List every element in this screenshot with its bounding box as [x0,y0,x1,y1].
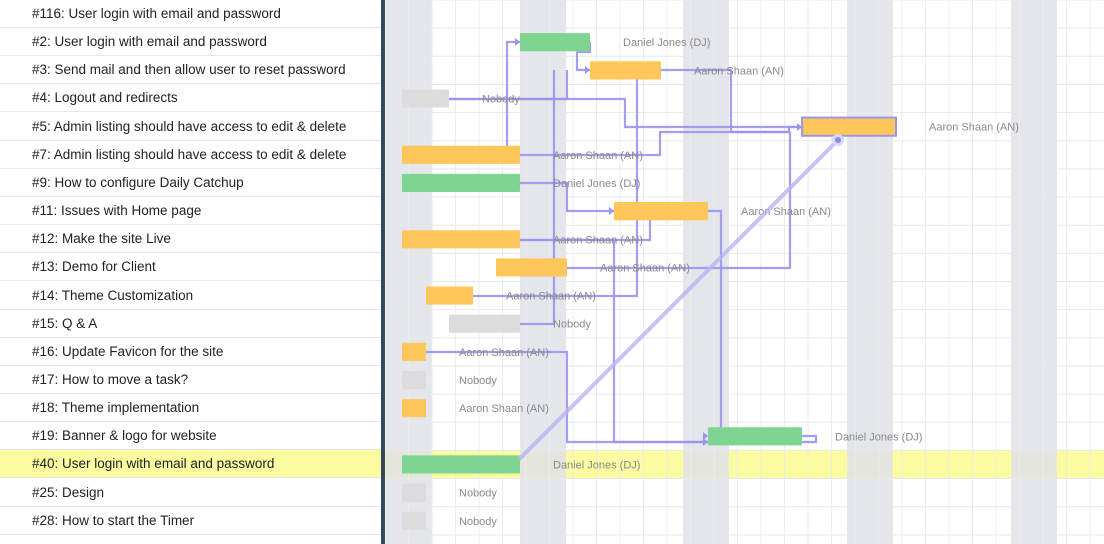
task-list-panel: #116: User login with email and password… [0,0,381,544]
task-bar[interactable] [402,89,449,108]
task-bar-selected-outline [801,116,897,137]
assignee-label: Aaron Shaan (AN) [553,150,643,162]
task-bar[interactable] [708,427,802,446]
task-bar[interactable] [402,455,520,474]
task-title: #9: How to configure Daily Catchup [32,174,244,190]
task-row[interactable]: #16: Update Favicon for the site [0,338,381,366]
task-title: #11: Issues with Home page [32,203,202,219]
link-arrowhead [703,438,708,446]
task-bar[interactable] [402,370,426,390]
task-title: #12: Make the site Live [32,231,171,247]
task-row[interactable]: #18: Theme implementation [0,394,381,423]
task-title: #4: Logout and redirects [32,90,178,106]
assignee-label: Daniel Jones (DJ) [553,178,640,190]
task-row[interactable]: #116: User login with email and password [0,0,381,28]
assignee-label: Aaron Shaan (AN) [600,262,690,274]
assignee-label: Aaron Shaan (AN) [459,347,549,359]
dependency-link [520,70,556,326]
task-row[interactable]: #28: How to start the Timer [0,507,381,535]
task-title: #28: How to start the Timer [32,512,195,528]
task-bar[interactable] [402,399,426,418]
task-bar[interactable] [402,230,520,249]
task-title: #116: User login with email and password [32,6,281,21]
task-row[interactable]: #19: Banner & logo for website [0,422,381,451]
task-title: #18: Theme implementation [32,400,200,416]
task-title: #13: Demo for Client [32,259,156,275]
task-title: #7: Admin listing should have access to … [32,146,347,162]
assignee-label: Aaron Shaan (AN) [459,403,549,415]
assignee-label: Nobody [459,488,497,500]
task-bar[interactable] [520,33,590,52]
task-bar[interactable] [402,145,520,164]
link-arrowhead [703,432,708,440]
task-row[interactable]: #2: User login with email and password [0,28,381,57]
task-row[interactable]: #7: Admin listing should have access to … [0,141,381,169]
task-row[interactable]: #3: Send mail and then allow user to res… [0,56,381,85]
assignee-label: Daniel Jones (DJ) [553,459,640,471]
task-bar[interactable] [496,258,567,277]
task-bar[interactable] [402,173,520,193]
link-arrowhead [585,66,590,74]
link-arrowhead [797,123,802,131]
dependency-link [520,181,614,213]
task-row[interactable]: #40: User login with email and password [0,450,381,479]
weekend-column [1011,0,1057,544]
task-title: #17: How to move a task? [32,371,189,387]
assignee-label: Aaron Shaan (AN) [929,122,1019,134]
task-bar[interactable] [590,61,661,80]
dependency-link [520,130,789,157]
task-bar[interactable] [802,117,896,136]
assignee-label: Nobody [459,516,497,528]
task-bar[interactable] [402,483,426,502]
assignee-label: Daniel Jones (DJ) [623,37,710,49]
assignee-label: Aaron Shaan (AN) [506,291,596,303]
task-title: #19: Banner & logo for website [32,428,217,444]
assignee-label: Nobody [553,319,591,331]
task-title: #25: Design [32,484,105,500]
dependency-link [520,238,708,444]
assignee-label: Aaron Shaan (AN) [741,206,831,218]
task-row[interactable]: #4: Logout and redirects [0,84,381,113]
task-row[interactable]: #5: Admin listing should have access to … [0,113,381,141]
assignee-label: Daniel Jones (DJ) [835,431,922,443]
task-row[interactable]: #25: Design [0,479,381,507]
task-row[interactable]: #11: Issues with Home page [0,197,381,226]
link-arrowhead [609,207,614,215]
task-title: #15: Q & A [32,315,98,331]
dependency-link [567,132,792,270]
drag-handle-dot[interactable] [832,134,844,146]
link-arrowhead [515,38,520,46]
task-title: #3: Send mail and then allow user to res… [32,62,346,78]
assignee-label: Aaron Shaan (AN) [553,234,643,246]
task-row[interactable]: #17: How to move a task? [0,366,381,394]
task-row[interactable]: #15: Q & A [0,310,381,338]
task-row[interactable]: #13: Demo for Client [0,253,381,282]
task-bar[interactable] [614,202,708,221]
weekend-column [847,0,893,544]
task-title: #40: User login with email and password [32,456,275,472]
gantt-timeline: Daniel Jones (DJ)Aaron Shaan (AN)NobodyA… [385,0,1104,544]
dependency-link [802,434,818,444]
assignee-label: Nobody [482,94,520,106]
task-title: #16: Update Favicon for the site [32,343,224,359]
assignee-label: Aaron Shaan (AN) [694,65,784,77]
task-row[interactable]: #9: How to configure Daily Catchup [0,169,381,197]
task-row[interactable]: #12: Make the site Live [0,225,381,254]
dependency-drag-line[interactable] [518,138,840,461]
task-bar[interactable] [449,314,520,333]
task-title: #5: Admin listing should have access to … [32,118,347,134]
task-title: #2: User login with email and password [32,34,267,50]
dependency-link [449,70,569,101]
assignee-label: Nobody [459,375,497,387]
task-bar[interactable] [426,286,473,305]
task-bar[interactable] [402,511,426,530]
dependency-link [661,68,802,134]
task-title: #14: Theme Customization [32,287,194,303]
task-bar[interactable] [402,342,426,361]
dependency-link [473,70,639,298]
task-row[interactable]: #14: Theme Customization [0,282,381,310]
panel-splitter[interactable] [381,0,385,544]
